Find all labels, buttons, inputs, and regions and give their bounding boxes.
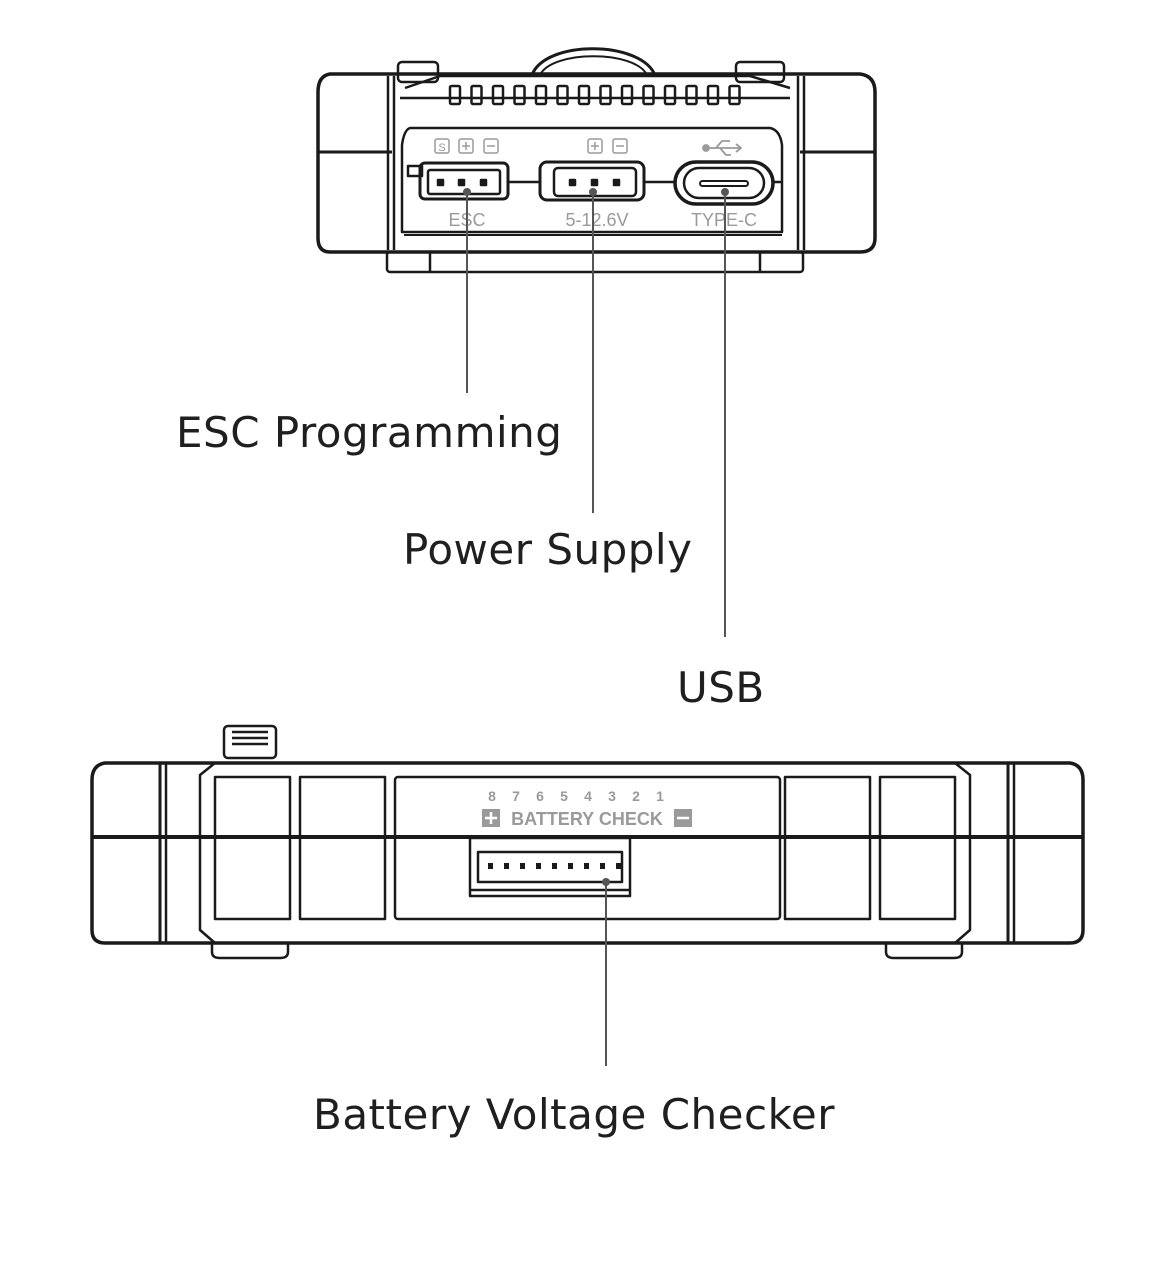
callout-usb: USB (677, 663, 765, 712)
balance-pin (600, 863, 605, 869)
cell-number: 1 (656, 788, 664, 804)
top-body-outline (316, 72, 877, 254)
power-silk-label: 5-12.6V (565, 210, 628, 230)
cell-number: 7 (512, 788, 520, 804)
balance-pin (520, 863, 525, 869)
usb-icon (702, 140, 742, 156)
esc-signal-mark: S (438, 142, 445, 154)
vent-slot (706, 84, 720, 106)
vent-slot (663, 84, 677, 106)
side-knob (222, 724, 278, 760)
dial-wheel (530, 47, 657, 76)
port-panel (400, 126, 784, 234)
vent-slot (599, 84, 612, 106)
top-base (385, 250, 805, 274)
vent-slot (556, 84, 569, 106)
vent-grille (448, 84, 741, 106)
balance-pin (536, 863, 541, 869)
balance-pin (504, 863, 509, 869)
balance-pin (552, 863, 557, 869)
rib-segment (213, 775, 292, 921)
balance-pin (584, 863, 589, 869)
foot-left (210, 943, 290, 960)
callout-esc-programming: ESC Programming (176, 408, 563, 457)
plus-marker (482, 809, 500, 827)
vent-slot (491, 84, 505, 106)
battery-check-silk-label: BATTERY CHECK (511, 809, 663, 829)
top-tab-left (396, 60, 440, 84)
vent-slot (728, 84, 741, 106)
balance-connector (468, 836, 632, 898)
callout-battery-voltage-checker: Battery Voltage Checker (313, 1090, 836, 1139)
vent-slot (470, 84, 483, 106)
cell-number: 2 (632, 788, 640, 804)
vent-slot (620, 84, 634, 106)
callout-power-supply: Power Supply (403, 525, 693, 574)
rib-segment (878, 775, 957, 921)
vent-slot (534, 84, 548, 106)
cell-number: 3 (608, 788, 616, 804)
foot-right (884, 943, 964, 960)
battery-check-panel (393, 775, 782, 921)
rib-segment (298, 775, 387, 921)
vent-slot (513, 84, 526, 106)
cell-number: 4 (584, 788, 592, 804)
side-ribs (213, 775, 957, 921)
top-view-device: S ESC 5-12.6V TYPE-C (316, 47, 877, 274)
balance-pin (488, 863, 493, 869)
top-tab-right (734, 60, 786, 84)
cell-number: 6 (536, 788, 544, 804)
esc-pin-marks (434, 138, 628, 154)
rib-segment (783, 775, 872, 921)
balance-pin (616, 863, 621, 869)
vent-slot (577, 84, 591, 106)
side-body-outline (90, 761, 1085, 945)
vent-slot (448, 84, 462, 106)
cell-number: 8 (488, 788, 496, 804)
vent-slot (685, 84, 698, 106)
vent-slot (642, 84, 655, 106)
cell-number: 5 (560, 788, 568, 804)
esc-port (406, 161, 510, 201)
callout-leader-battery (602, 878, 610, 1066)
minus-marker (674, 809, 692, 827)
callout-leaders-top (463, 188, 729, 637)
balance-pin (568, 863, 573, 869)
